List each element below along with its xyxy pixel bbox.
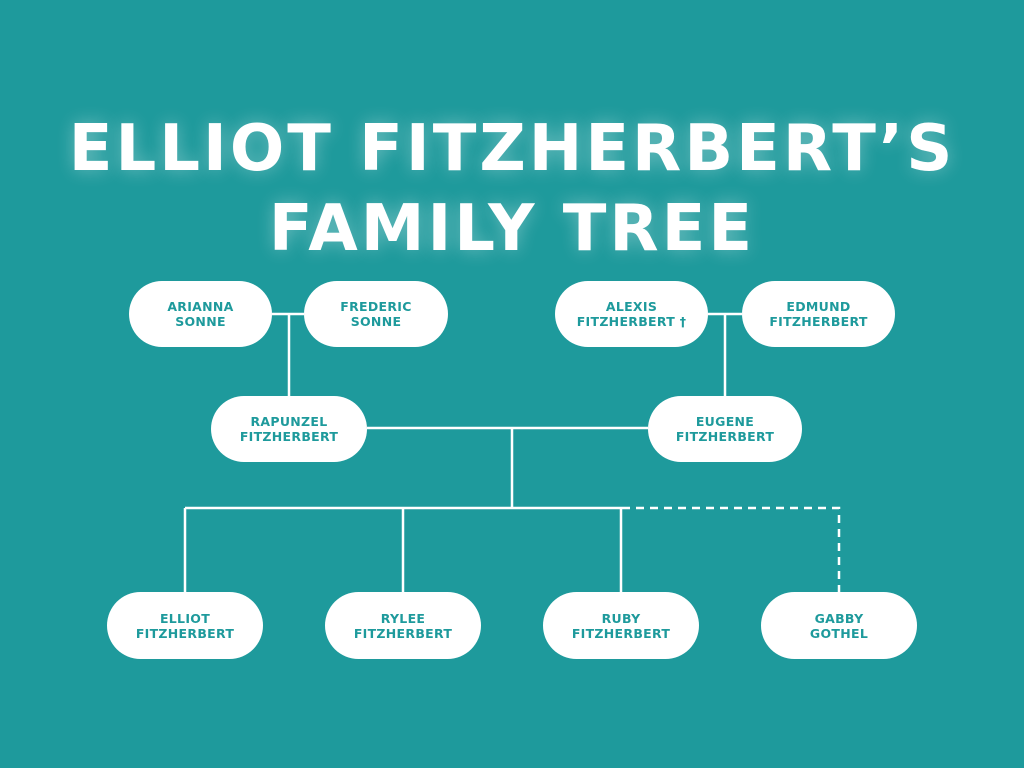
- node-arianna-sonne[interactable]: ARIANNA SONNE: [129, 281, 272, 347]
- node-first-name: EDMUND: [786, 299, 851, 314]
- node-last-name: SONNE: [175, 314, 226, 329]
- node-last-name: FITZHERBERT: [769, 314, 868, 329]
- node-last-name: SONNE: [350, 314, 402, 329]
- node-first-name: GABBY: [814, 610, 864, 626]
- node-eugene-fitzherbert[interactable]: EUGENE FITZHERBERT: [648, 396, 802, 462]
- node-first-name: RAPUNZEL: [250, 414, 328, 429]
- node-last-name: FITZHERBERT: [353, 625, 453, 641]
- node-last-name: GOTHEL: [809, 625, 869, 641]
- node-rapunzel-fitzherbert[interactable]: RAPUNZEL FITZHERBERT: [211, 396, 367, 462]
- node-gabby-gothel[interactable]: GABBY GOTHEL: [761, 592, 917, 659]
- connector-dashed-to-gabby: [622, 506, 841, 592]
- node-first-name: RYLEE: [380, 610, 426, 626]
- node-first-name: EUGENE: [695, 414, 755, 429]
- node-last-name: FITZHERBERT: [571, 625, 671, 641]
- node-first-name: ALEXIS: [605, 299, 658, 314]
- node-first-name: RUBY: [601, 610, 641, 626]
- node-elliot-fitzherbert[interactable]: ELLIOT FITZHERBERT: [107, 592, 263, 659]
- node-first-name: ARIANNA: [167, 299, 234, 314]
- node-first-name: ELLIOT: [159, 610, 211, 626]
- node-first-name: FREDERIC: [340, 299, 412, 314]
- node-ruby-fitzherbert[interactable]: RUBY FITZHERBERT: [543, 592, 699, 659]
- node-rylee-fitzherbert[interactable]: RYLEE FITZHERBERT: [325, 592, 481, 659]
- title-line-1: ELLIOT FITZHERBERT’S: [68, 112, 956, 186]
- node-edmund-fitzherbert[interactable]: EDMUND FITZHERBERT: [742, 281, 895, 347]
- node-alexis-fitzherbert[interactable]: ALEXIS FITZHERBERT †: [555, 281, 708, 347]
- node-last-name: FITZHERBERT: [675, 429, 775, 444]
- node-last-name: FITZHERBERT †: [576, 314, 687, 329]
- node-frederic-sonne[interactable]: FREDERIC SONNE: [304, 281, 448, 347]
- title-line-2: FAMILY TREE: [268, 192, 756, 266]
- node-last-name: FITZHERBERT: [135, 625, 235, 641]
- node-last-name: FITZHERBERT: [239, 429, 339, 444]
